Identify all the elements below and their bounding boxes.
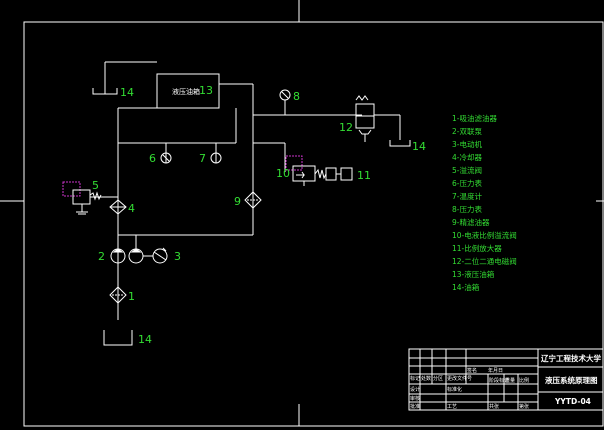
tb-label: 更改文件号 [447, 375, 472, 382]
tb-label: 处数 [421, 375, 431, 382]
label-6: 6 [149, 152, 156, 165]
pressure-gauge-8-icon [279, 89, 291, 101]
pressure-gauge-6-icon [160, 152, 172, 164]
legend-item: 14-油箱 [452, 282, 480, 292]
tb-label: 标准化 [447, 386, 462, 393]
legend-item: 1-吸油滤油器 [452, 113, 497, 123]
legend-item: 3-电动机 [452, 139, 482, 149]
legend-item: 10-电液比例溢流阀 [452, 230, 517, 240]
legend-item: 4-冷却器 [452, 152, 482, 162]
legend-item: 13-液压油箱 [452, 269, 495, 279]
tank-right [389, 140, 411, 147]
drawing-title: 液压系统原理图 [545, 375, 598, 385]
label-2: 2 [98, 250, 105, 263]
tb-label: 分区 [433, 375, 443, 382]
tb-label: 共张 [489, 403, 499, 410]
drawing-number: YYTD-04 [554, 397, 591, 406]
label-14-bottom: 14 [138, 333, 152, 346]
tb-label: 标记 [410, 375, 420, 382]
solenoid-valve-12-top [355, 103, 375, 117]
tb-label: 阶段标记 [489, 377, 509, 384]
relief-valve-5-icon [72, 189, 91, 205]
legend-item: 2-双联泵 [452, 127, 482, 136]
motor-3-icon [152, 248, 168, 264]
tb-label: 比例 [519, 377, 529, 384]
tb-label: 批准 [410, 403, 420, 410]
legend-item: 9-精滤油器 [452, 217, 490, 227]
tb-label: 年月日 [488, 367, 503, 374]
tb-label: 设计 [410, 386, 420, 393]
label-10: 10 [276, 167, 290, 180]
tank-bottom [103, 330, 133, 346]
label-3: 3 [174, 250, 181, 263]
suction-filter-1-icon [109, 286, 127, 304]
label-9: 9 [234, 195, 241, 208]
pump-station-label: 液压油箱 [172, 87, 200, 96]
label-4: 4 [128, 202, 135, 215]
label-7: 7 [199, 152, 206, 165]
solenoid-valve-12-bottom [355, 115, 375, 129]
drawing-frame [23, 21, 604, 427]
label-8: 8 [293, 90, 300, 103]
tb-label: 重量 [505, 377, 515, 384]
label-11: 11 [357, 169, 371, 182]
legend-item: 12-二位二通电磁阀 [452, 256, 517, 266]
proportional-valve-10-icon [292, 165, 316, 182]
label-13: 13 [199, 84, 213, 97]
legend-item: 8-压力表 [452, 204, 482, 214]
label-12: 12 [339, 121, 353, 134]
label-14-top: 14 [120, 86, 134, 99]
fine-filter-9-icon [244, 191, 262, 209]
amplifier-11-icon [340, 167, 353, 181]
title-block: 标记 处数 分区 更改文件号 签名 年月日 设计 标准化 阶段标记 重量 比例 … [408, 348, 604, 411]
legend: 1-吸油滤油器 2-双联泵 3-电动机 4-冷却器 5-溢流阀 6-压力表 7-… [452, 113, 517, 292]
tb-label: 审核 [410, 395, 420, 402]
tb-label: 工艺 [447, 404, 457, 410]
legend-item: 11-比例放大器 [452, 243, 502, 253]
tb-label: 第张 [519, 403, 529, 410]
pump-station-box [156, 73, 220, 109]
school-name: 辽宁工程技术大学 [541, 353, 601, 363]
label-1: 1 [128, 290, 135, 303]
label-5: 5 [92, 179, 99, 192]
legend-item: 7-温度计 [452, 191, 482, 201]
cooler-4-icon [109, 199, 127, 215]
tb-label: 签名 [467, 367, 477, 374]
label-14-right: 14 [412, 140, 426, 153]
legend-item: 5-溢流阀 [452, 165, 482, 175]
legend-item: 6-压力表 [452, 178, 482, 188]
